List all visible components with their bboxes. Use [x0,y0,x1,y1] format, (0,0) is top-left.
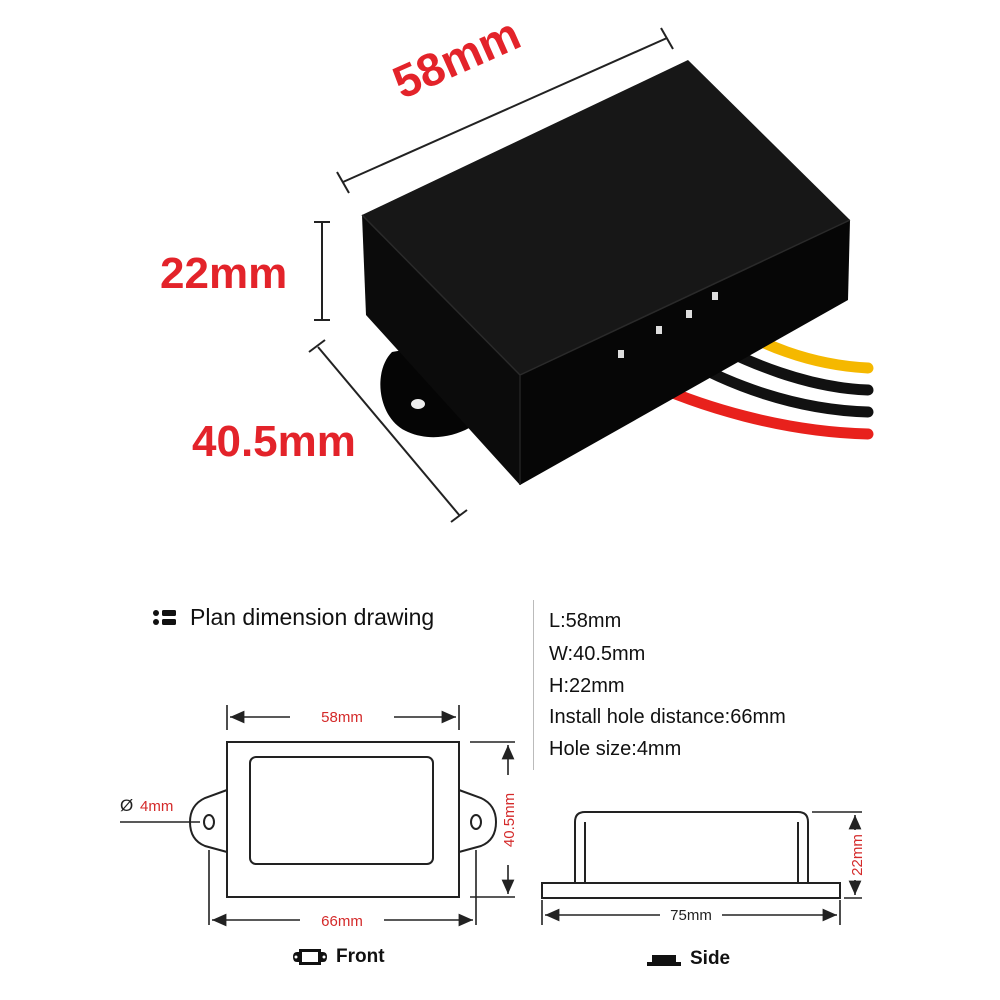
spec-width: W:40.5mm [549,643,646,665]
front-caption-text: Front [336,946,385,967]
front-right-ear [458,789,498,853]
length-dimension-line [336,27,674,194]
grid-icon [153,609,176,625]
front-inner-panel [249,756,434,865]
side-right-dim: 22mm [849,834,866,876]
height-label: 22mm [160,249,288,298]
side-caption: Side [646,948,730,970]
front-top-dim: 58mm [321,709,363,726]
front-view-icon [293,949,327,965]
spec-length: L:58mm [549,610,622,632]
hole-symbol: Ø [120,796,133,815]
width-label: 40.5mm [192,417,356,466]
spec-divider [533,600,534,770]
width-dimension-line [308,339,468,523]
plan-heading: Plan dimension drawing [152,604,434,631]
front-left-ear [188,789,228,853]
side-body [574,811,809,883]
side-caption-text: Side [690,948,731,969]
front-hole-dim: 4mm [140,798,173,815]
height-dimension-line [314,221,330,321]
plan-heading-text: Plan dimension drawing [190,604,435,630]
front-outer-body [226,741,460,898]
spec-hole-size: Hole size:4mm [549,738,682,760]
front-view-drawing: 58mm 66mm 40.5mm Ø 4mm [120,705,518,930]
front-right-dim: 40.5mm [501,793,518,847]
spec-hole-distance: Install hole distance:66mm [549,706,786,728]
product-illustration [308,27,874,523]
side-base-plate [541,882,841,899]
front-bottom-dim: 66mm [321,913,363,930]
side-view-icon [647,955,681,966]
front-caption: Front [292,946,385,968]
enclosure-box [361,60,851,485]
spec-height: H:22mm [549,675,625,697]
side-view-drawing: 75mm 22mm [541,811,866,925]
side-bottom-dim: 75mm [670,907,712,924]
